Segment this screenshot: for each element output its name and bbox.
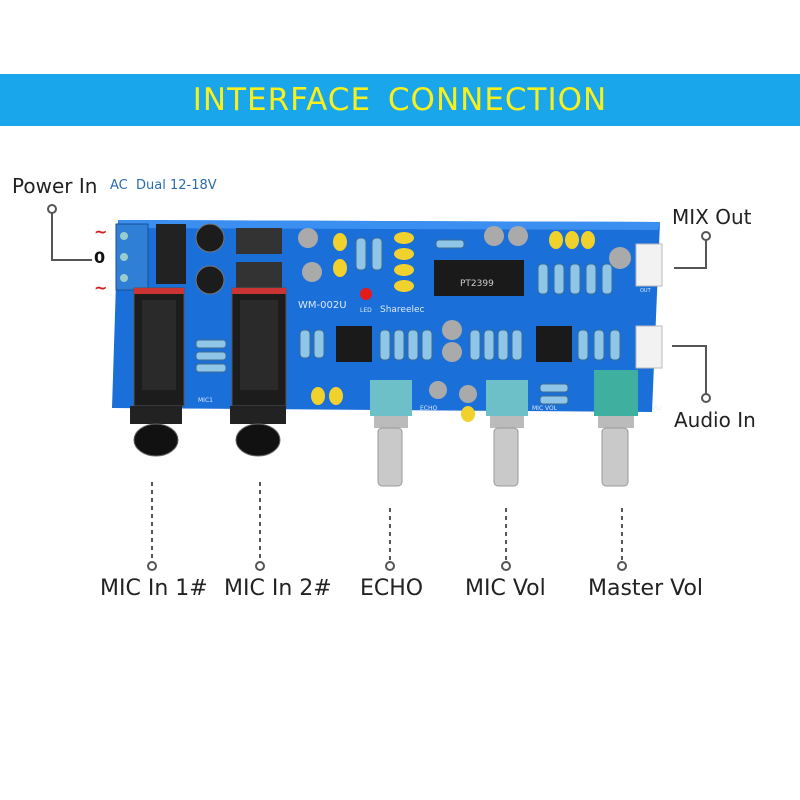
power-spec-ac: AC xyxy=(110,178,128,193)
power-in-label: Power In xyxy=(12,174,98,198)
capacitors xyxy=(156,223,631,403)
audio-in-label: Audio In xyxy=(674,408,756,432)
mic-vol-label: MIC Vol xyxy=(465,576,546,601)
mic-jack-2 xyxy=(230,287,287,457)
power-callout-line xyxy=(51,212,92,261)
power-pin-ground: 0 xyxy=(94,248,106,267)
resistors xyxy=(195,237,621,405)
master-vol-label: Master Vol xyxy=(588,576,704,601)
banner-title: INTERFACE CONNECTION xyxy=(192,82,608,118)
svg-text:MIC VOL: MIC VOL xyxy=(532,405,558,412)
potentiometer-mic-vol xyxy=(486,380,528,487)
potentiometer-echo xyxy=(370,380,412,487)
callout-lines xyxy=(51,212,707,562)
mic-in-2-label: MIC In 2# xyxy=(224,576,332,601)
mix-out-callout-line xyxy=(674,238,707,269)
audio-in-callout-line xyxy=(672,345,707,398)
svg-text:MIC1: MIC1 xyxy=(198,397,213,404)
chip-label: PT2399 xyxy=(460,279,494,289)
title-banner: INTERFACE CONNECTION xyxy=(0,74,800,126)
output-connectors xyxy=(635,243,663,369)
power-pin-ac1: ~ xyxy=(94,222,108,241)
echo-label: ECHO xyxy=(360,576,424,601)
silkscreen-text: WM-002U Shareelec ECHO MIC VOL VLI MIC1 … xyxy=(198,288,661,412)
power-spec: Dual 12-18V xyxy=(136,178,217,193)
board-model: WM-002U xyxy=(298,300,347,311)
mic-in-1-label: MIC In 1# xyxy=(100,576,208,601)
mic-jack-1 xyxy=(130,287,185,457)
svg-text:LED: LED xyxy=(360,307,372,314)
svg-text:VLI: VLI xyxy=(652,405,661,412)
power-terminal xyxy=(115,223,149,291)
potentiometer-master-vol xyxy=(594,370,638,487)
board-brand: Shareelec xyxy=(380,305,425,315)
led: LED xyxy=(360,288,372,314)
svg-text:OUT: OUT xyxy=(640,288,652,294)
callout-dots xyxy=(47,204,711,571)
power-pin-ac2: ~ xyxy=(94,278,108,297)
svg-text:ECHO: ECHO xyxy=(420,405,437,412)
ceramic-capacitors xyxy=(311,231,595,422)
mix-out-label: MIX Out xyxy=(672,205,752,229)
ic-chips: PT2399 xyxy=(336,260,572,362)
